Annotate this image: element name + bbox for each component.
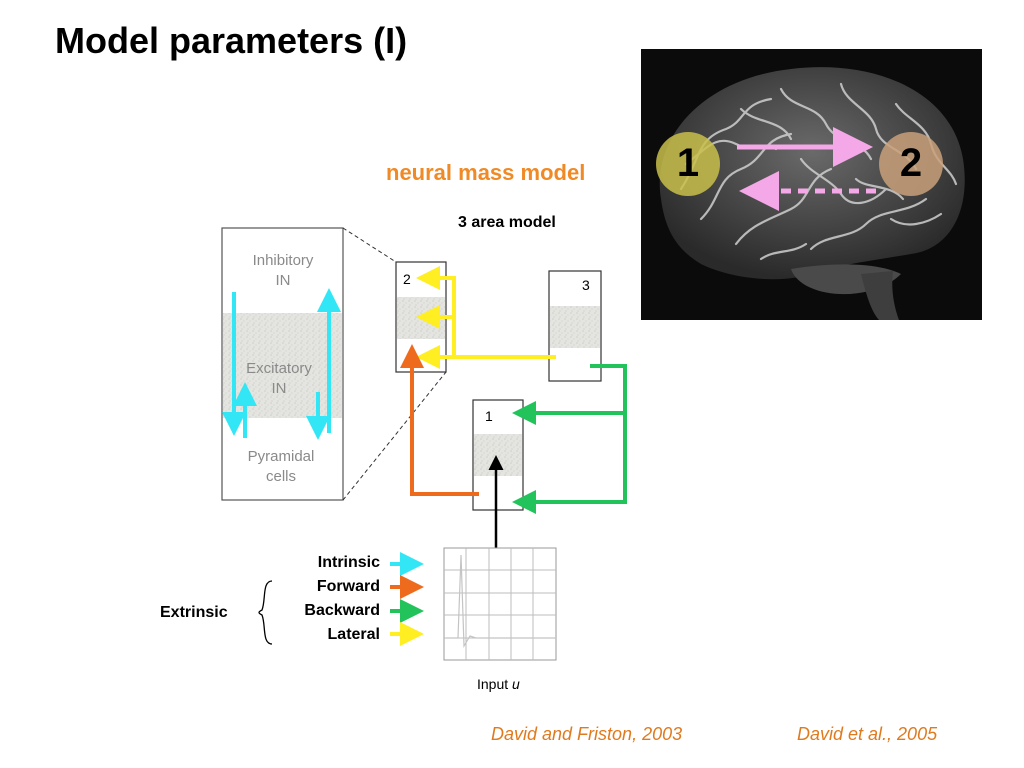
pyramidal-label: Pyramidal cells — [230, 447, 332, 487]
region-2-label: 2 — [899, 141, 923, 185]
expanded-column — [221, 227, 344, 501]
legend-extrinsic: Extrinsic — [160, 604, 228, 621]
brain-image: 1 2 — [641, 49, 982, 320]
area-1-box — [472, 399, 524, 511]
inhibitory-label: Inhibitory IN — [232, 251, 334, 291]
area-1-number: 1 — [485, 408, 493, 424]
input-signal-trace — [446, 554, 556, 649]
excitatory-label: Excitatory IN — [228, 359, 330, 399]
region-2-marker — [879, 132, 943, 196]
page-title: Model parameters (I) — [55, 20, 408, 61]
legend-forward: Forward — [316, 578, 380, 595]
zoom-line-bottom — [342, 371, 447, 501]
extrinsic-brace — [258, 580, 273, 645]
legend-intrinsic: Intrinsic — [317, 554, 380, 571]
region-1-marker — [656, 132, 720, 196]
inhibitory-label-line1: Inhibitory — [252, 252, 314, 269]
backward-connections — [512, 364, 627, 514]
citation-left: David and Friston, 2003 — [491, 724, 683, 744]
input-plot — [443, 547, 557, 661]
inhibitory-label-line2: IN — [275, 272, 291, 289]
brain-illustration — [656, 67, 965, 320]
neural-mass-model-label: neural mass model — [386, 160, 586, 185]
area-2-number: 2 — [403, 271, 411, 287]
area-3-box — [548, 270, 602, 382]
input-label-variable: u — [512, 676, 520, 692]
pyramidal-label-line2: cells — [265, 468, 296, 485]
legend-lateral: Lateral — [327, 626, 380, 643]
citation-right: David et al., 2005 — [797, 724, 938, 744]
input-label-prefix: Input — [477, 676, 509, 692]
lateral-connections — [416, 266, 556, 369]
zoom-line-top — [342, 227, 397, 263]
region-1-label: 1 — [676, 141, 700, 185]
area-3-number: 3 — [582, 277, 590, 293]
pyramidal-label-line1: Pyramidal — [247, 448, 315, 465]
excitatory-label-line2: IN — [271, 380, 287, 397]
three-area-model-label: 3 area model — [458, 214, 556, 231]
legend-backward: Backward — [304, 602, 380, 619]
input-label: Input u — [477, 676, 520, 692]
excitatory-label-line1: Excitatory — [246, 360, 312, 377]
forward-connection — [400, 344, 479, 496]
